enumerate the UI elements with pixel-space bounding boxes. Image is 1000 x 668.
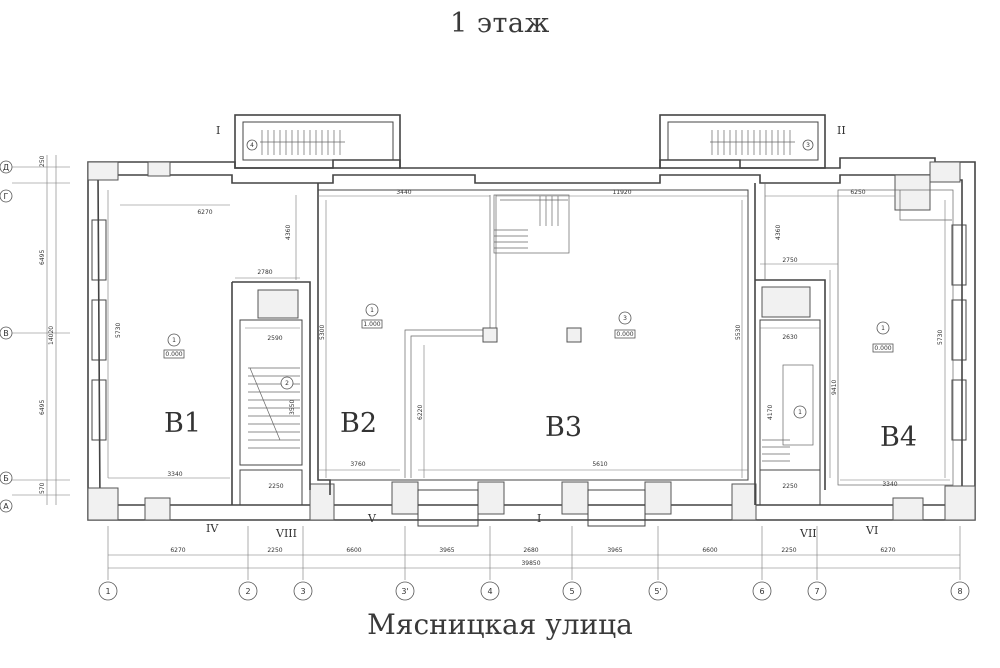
room-markers: 1 0.000 1 1.000 3 0.000 1 0.000 [163,303,894,359]
room-b2-level: 1.000 [363,321,380,328]
dim-b1-width: 6270 [197,209,212,216]
section-mark-viii: VIII [275,527,297,540]
left-dim-4: 570 [39,482,46,494]
room-b3-level: 0.000 [616,331,633,338]
interior-walls: 2 [231,183,954,527]
dim-b1-bottom: 3340 [167,471,182,478]
floor-title: 1 этаж [450,8,550,39]
row-axis-a [0,499,13,513]
column-axis-5: 5 [569,587,574,596]
top-right-stair-annex: 3 II [659,114,846,169]
dim-b2-bottom: 3760 [350,461,365,468]
section-marks-bottom: IV VIII V I VII VI [206,512,878,540]
dim-b4-side: 4360 [775,225,782,240]
row-axis-d-label: Д [3,163,9,172]
row-axis-v-label: В [3,329,9,338]
column-axis-1: 1 [105,587,110,596]
column-axis-7: 7 [814,587,819,596]
dim-b3-inner-h: 6220 [417,405,424,420]
bottom-dim-3: 3965 [439,547,454,554]
column-axis-3p: 3' [401,587,408,596]
row-axis-v [0,326,13,340]
bottom-dim-4: 2680 [523,547,538,554]
unit-label-b1: B1 [164,408,201,439]
column-axis-3: 3 [300,587,305,596]
room-b1-level: 0.000 [165,351,182,358]
dim-b4-height: 5730 [937,330,944,345]
inner-dimensions: 6270 5730 3340 4360 2780 2590 3550 2250 … [107,189,950,490]
bottom-dim-0: 6270 [170,547,185,554]
outer-walls [87,157,976,521]
room-b2-number: 1 [370,307,374,314]
column-axis-8: 8 [957,587,962,596]
dim-b1-stair-inner: 2590 [267,335,282,342]
section-mark-v: V [367,512,377,525]
dim-b4-stair-inner: 2630 [782,334,797,341]
row-axis-d [0,160,13,174]
room-b4-level: 0.000 [874,345,891,352]
left-dim-3: 6495 [39,400,46,415]
column-axis-5p: 5' [654,587,661,596]
left-dim-0: 250 [39,155,46,167]
room-b1-number: 1 [172,337,176,344]
b4-inner-number: 1 [798,409,802,416]
bottom-dim-1: 2250 [267,547,282,554]
dim-b4-top: 6250 [850,189,865,196]
bottom-dim-6: 6600 [702,547,717,554]
row-axis-b-label: Б [3,474,9,483]
section-mark-i-bottom: I [537,512,541,525]
room-b4-number: 1 [881,325,885,332]
unit-label-b2: B2 [340,408,377,439]
left-dim-2: 14020 [48,326,55,345]
room-b3-number: 3 [623,315,627,322]
bottom-dimensions: 6270 2250 6600 3965 2680 3965 6600 2250 … [107,526,961,580]
left-dim-1: 6495 [39,250,46,265]
bottom-dim-8: 6270 [880,547,895,554]
column-axis-2: 2 [245,587,250,596]
row-axis-b [0,471,13,485]
dim-b4-side-h: 9410 [831,380,838,395]
section-mark-iv: IV [206,522,219,535]
dim-b3-height: 5530 [735,325,742,340]
b1-stair-number: 2 [285,380,289,387]
unit-label-b3: B3 [545,412,582,443]
dim-b1-stair-bottom: 2250 [268,483,283,490]
section-mark-vi: VI [865,524,878,537]
column-axes: 1 2 3 3' 4 5 5' 6 7 8 [98,581,970,601]
section-mark-ii-top: II [837,124,846,137]
section-mark-vii: VII [799,527,817,540]
bottom-dim-5: 3965 [607,547,622,554]
dim-b1-side: 4360 [285,225,292,240]
row-axis-g-label: Г [4,192,9,201]
dim-b1-stair-h: 3550 [289,400,296,415]
stair-top-left-number: 4 [250,142,254,149]
dim-b4-stair-h: 4170 [767,405,774,420]
top-left-stair-annex: 4 I [216,114,401,169]
section-mark-i-top: I [216,124,220,137]
dim-b1-stair-top: 2780 [257,269,272,276]
dim-b2-top: 3440 [396,189,411,196]
dim-b4-bottom: 3340 [882,481,897,488]
street-name: Мясницкая улица [367,608,633,641]
dim-b2-height: 5300 [319,325,326,340]
dim-b3-top: 11920 [612,189,631,196]
dim-b4-stair-top: 2750 [782,257,797,264]
row-axis-a-label: А [3,502,9,511]
column-axis-6: 6 [759,587,764,596]
dim-b4-stair-bottom: 2250 [782,483,797,490]
bottom-dim-2: 6600 [346,547,361,554]
unit-label-b4: B4 [880,422,917,453]
row-axis-g [0,189,13,203]
column-axis-4: 4 [487,587,492,596]
stair-top-right-number: 3 [806,142,810,149]
overall-dim: 39850 [521,560,540,567]
row-axes: Д Г В Б А 250 6495 14020 6495 570 [0,155,70,513]
dim-b3-bottom: 5610 [592,461,607,468]
bottom-dim-7: 2250 [781,547,796,554]
dim-b1-height: 5730 [115,323,122,338]
